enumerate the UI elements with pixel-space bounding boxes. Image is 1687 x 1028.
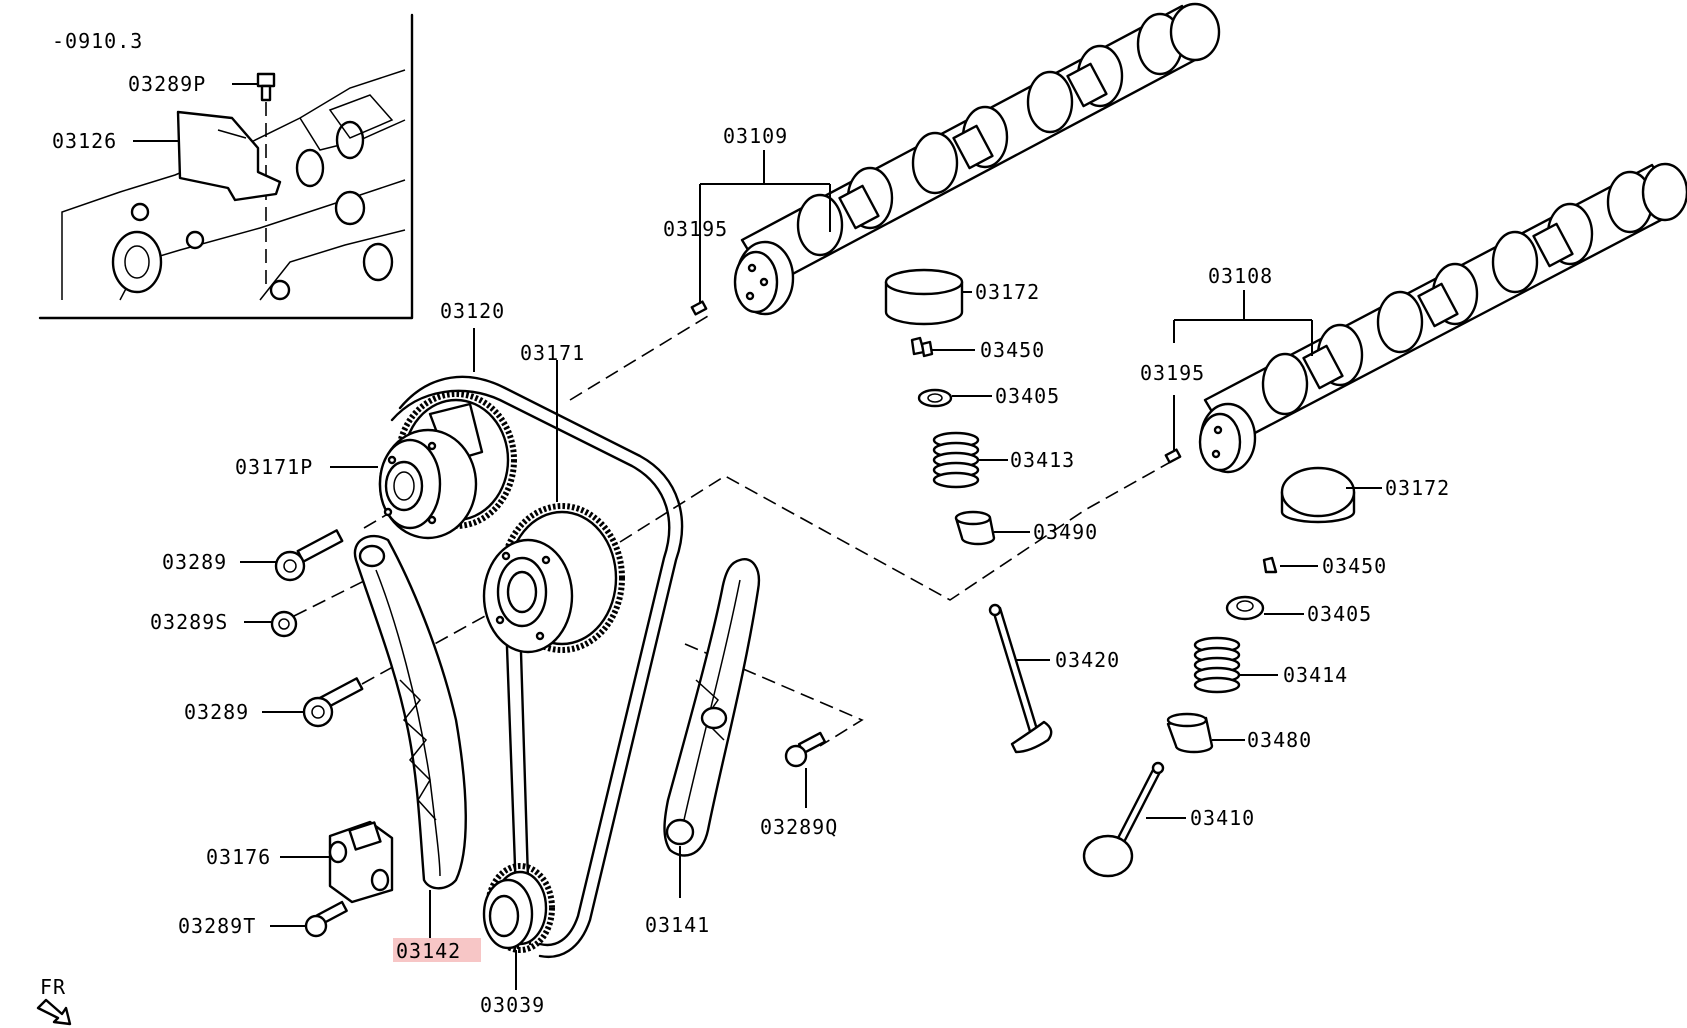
label-03289P: 03289P [128, 72, 206, 96]
label-03413: 03413 [1010, 448, 1075, 472]
label-03414: 03414 [1283, 663, 1348, 687]
retainer-03405-left [917, 388, 953, 408]
label-03172-left: 03172 [975, 280, 1040, 304]
camshaft-03108 [1198, 162, 1687, 474]
label-03420: 03420 [1055, 648, 1120, 672]
label-03289Q: 03289Q [760, 815, 838, 839]
chain-guide-03141 [663, 558, 761, 857]
bolt-03289Q [784, 731, 827, 768]
valve-03420 [988, 603, 1053, 754]
bolt-03289-upper [274, 529, 344, 582]
label-03171P: 03171P [235, 455, 313, 479]
valve-03410 [1082, 761, 1165, 878]
label-03142: 03142 [396, 939, 461, 963]
label-03039: 03039 [480, 993, 545, 1017]
bolt-03289P [256, 72, 276, 102]
bolt-03289T [304, 900, 348, 938]
crank-sprocket-03039 [482, 863, 555, 953]
label-03480: 03480 [1247, 728, 1312, 752]
label-03289T: 03289T [178, 914, 256, 938]
label-03405-left: 03405 [995, 384, 1060, 408]
front-direction-indicator: FR [36, 975, 72, 1026]
bracket-03126 [176, 110, 282, 202]
label-03410: 03410 [1190, 806, 1255, 830]
inset-panel: -0910.3 03289P 03126 [38, 13, 414, 320]
sprocket-03171P [378, 391, 517, 540]
label-03120: 03120 [440, 299, 505, 323]
label-03195-right: 03195 [1140, 361, 1205, 385]
tensioner-03176 [328, 820, 394, 904]
spring-03413 [932, 431, 980, 489]
seal-03490 [954, 510, 996, 546]
label-03195-left: 03195 [663, 217, 728, 241]
inset-note: -0910.3 [52, 29, 143, 53]
label-03176: 03176 [206, 845, 271, 869]
label-03141: 03141 [645, 913, 710, 937]
sprocket-03171 [482, 503, 625, 654]
retainer-03405-right [1225, 595, 1265, 621]
keeper-03450-right [1262, 556, 1278, 574]
spring-03414 [1193, 636, 1241, 694]
arrow-down-right-icon [36, 998, 72, 1026]
label-03405-right: 03405 [1307, 602, 1372, 626]
highlight-03142 [393, 938, 481, 962]
label-03171: 03171 [520, 341, 585, 365]
front-direction-label: FR [40, 975, 66, 999]
label-03450-left: 03450 [980, 338, 1045, 362]
label-03109: 03109 [723, 124, 788, 148]
camshaft-03109 [733, 2, 1221, 316]
label-03289-lower: 03289 [184, 700, 249, 724]
chain-guide-03142 [353, 534, 467, 890]
tappet-03172-right [1280, 466, 1356, 524]
seal-03480 [1166, 712, 1214, 754]
label-03450-right: 03450 [1322, 554, 1387, 578]
label-03172-right: 03172 [1385, 476, 1450, 500]
label-03289-upper: 03289 [162, 550, 227, 574]
label-03126: 03126 [52, 129, 117, 153]
label-03108: 03108 [1208, 264, 1273, 288]
bolt-03289-lower [302, 677, 364, 728]
pin-03195-right [1164, 448, 1182, 464]
keeper-03450-left [910, 336, 934, 358]
tappet-03172-left [884, 268, 964, 326]
pin-03195-left [690, 300, 708, 316]
label-03490: 03490 [1033, 520, 1098, 544]
label-03289S: 03289S [150, 610, 228, 634]
nut-03289S [270, 610, 298, 638]
